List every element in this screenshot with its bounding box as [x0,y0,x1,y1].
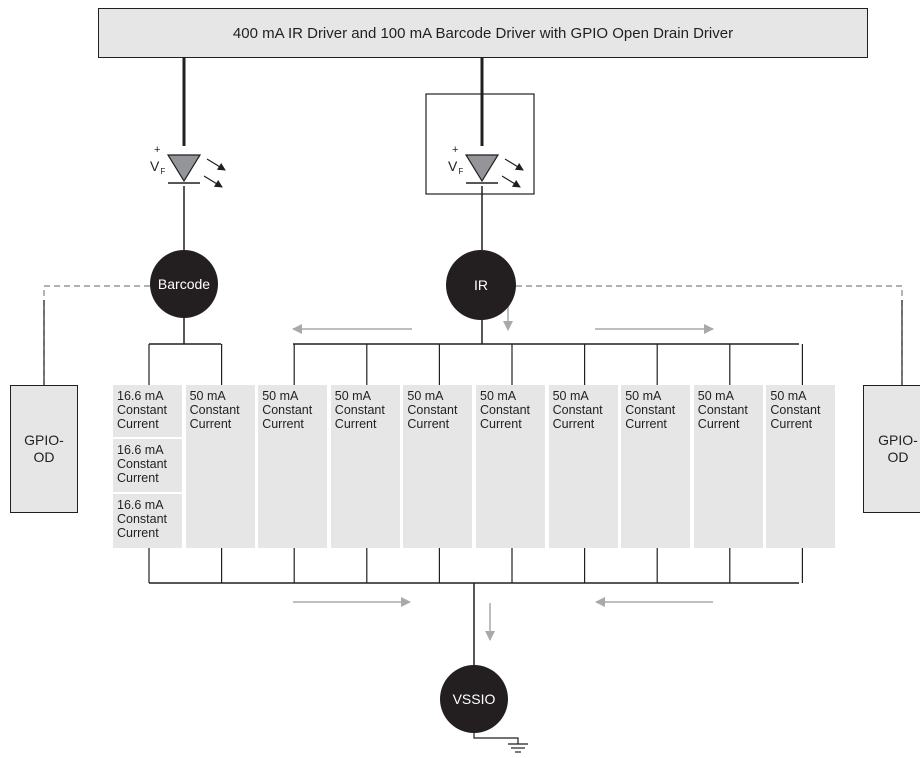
ir-node: IR [446,250,516,320]
barcode-vf-label: +VF [150,144,166,176]
bottom-drop-wires [148,548,804,583]
constant-current-source: 50 mA Constant Current [548,385,618,548]
barcode-node: Barcode [150,250,218,318]
barcode-led-symbol [166,154,226,188]
constant-current-source: 50 mA Constant Current [476,385,545,548]
ir-led-symbol [464,154,524,188]
title-box: 400 mA IR Driver and 100 mA Barcode Driv… [98,8,868,58]
constant-current-source: 50 mA Constant Current [403,385,473,548]
gpio-od-left: GPIO- OD [10,385,78,513]
constant-current-source: 50 mA Constant Current [330,385,400,548]
barcode-16mA-source: 16.6 mA Constant Current [113,439,182,492]
ir-led-enclosure [425,93,535,195]
constant-current-source: 50 mA Constant Current [621,385,691,548]
ir-gpio-link [516,285,903,385]
constant-current-source: 50 mA Constant Current [185,385,255,548]
ir-vf-label: +VF [448,144,464,176]
constant-current-source: 50 mA Constant Current [258,385,328,548]
vssio-node: VSSIO [440,665,508,733]
top-drop-wires [148,344,804,385]
barcode-16mA-source: 16.6 mA Constant Current [113,493,182,548]
ground-icon [508,743,528,753]
barcode-gpio-link [43,285,150,385]
constant-current-source: 50 mA Constant Current [766,385,836,548]
constant-current-source: 50 mA Constant Current [693,385,763,548]
barcode-16mA-source: 16.6 mA Constant Current [113,385,182,438]
gpio-od-right: GPIO- OD [863,385,920,513]
